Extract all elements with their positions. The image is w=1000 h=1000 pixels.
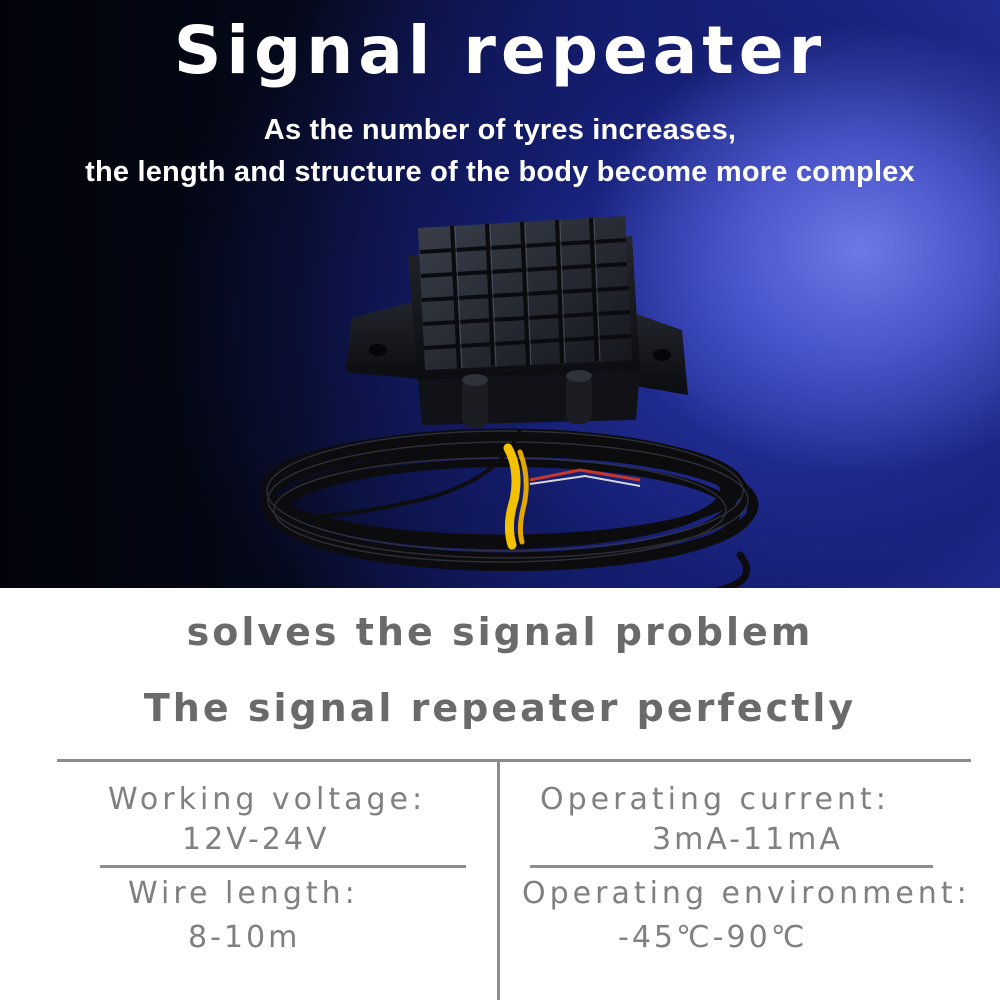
hero-subtitle-line-2: the length and structure of the body bec… bbox=[85, 156, 915, 188]
red-wire bbox=[529, 468, 641, 482]
working-voltage-value: 12V-24V bbox=[182, 822, 330, 857]
spec-left-row-divider bbox=[100, 865, 466, 868]
operating-environment-value: -45℃-90℃ bbox=[618, 920, 808, 955]
signal-repeater-product-image bbox=[260, 216, 759, 588]
hero-banner: Signal repeater As the number of tyres i… bbox=[0, 0, 1000, 588]
wire-length-label: Wire length: bbox=[128, 876, 359, 911]
yellow-cable-tie bbox=[503, 443, 529, 550]
working-voltage-label: Working voltage: bbox=[108, 782, 427, 817]
operating-environment-label: Operating environment: bbox=[522, 876, 971, 911]
spec-table-center-divider bbox=[497, 762, 500, 1000]
spec-right-row-divider bbox=[530, 865, 933, 868]
wire-length-value: 8-10m bbox=[188, 920, 301, 955]
spec-table-top-divider bbox=[57, 759, 971, 762]
tagline-line-2: The signal repeater perfectly bbox=[143, 686, 857, 730]
page-title: Signal repeater bbox=[173, 12, 827, 89]
hero-subtitle-line-1: As the number of tyres increases, bbox=[263, 114, 737, 146]
operating-current-value: 3mA-11mA bbox=[652, 822, 843, 857]
cable-gland-right bbox=[566, 370, 592, 424]
left-mount-flange bbox=[345, 300, 430, 380]
tagline-line-1: solves the signal problem bbox=[186, 610, 814, 654]
cable-gland-left bbox=[462, 374, 488, 428]
operating-current-label: Operating current: bbox=[540, 782, 890, 817]
